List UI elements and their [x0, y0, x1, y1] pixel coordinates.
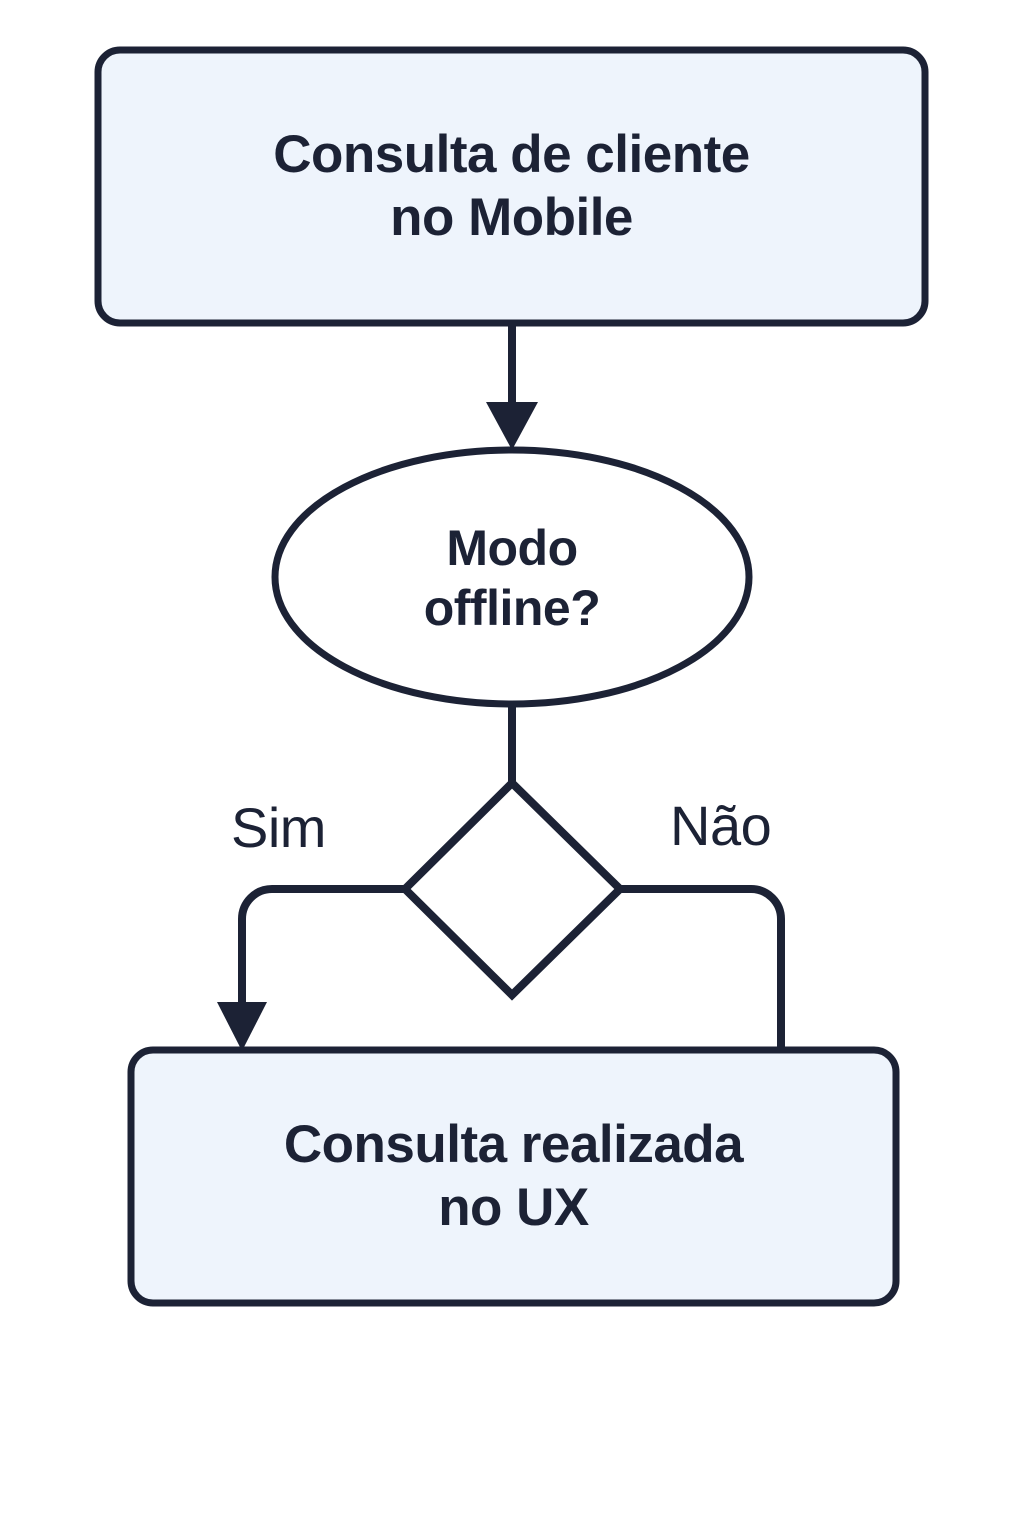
node-decision-shape[interactable]: [271, 446, 753, 708]
edge-no-branch-line: [620, 885, 785, 1052]
edge-start-to-decision-arrowhead: [486, 402, 538, 450]
edge-yes-branch-line: [238, 885, 405, 1018]
edge-start-to-decision: [486, 320, 538, 450]
node-branch-diamond-shape[interactable]: [399, 777, 626, 1001]
edge-yes-branch: [217, 885, 405, 1051]
edge-label-no: Não: [670, 794, 772, 857]
edge-no-branch: [620, 885, 785, 1052]
edge-label-yes: Sim: [231, 796, 326, 859]
edge-yes-branch-arrowhead: [217, 1002, 267, 1051]
node-end-shape[interactable]: [127, 1046, 900, 1307]
node-start-shape[interactable]: [94, 46, 929, 327]
